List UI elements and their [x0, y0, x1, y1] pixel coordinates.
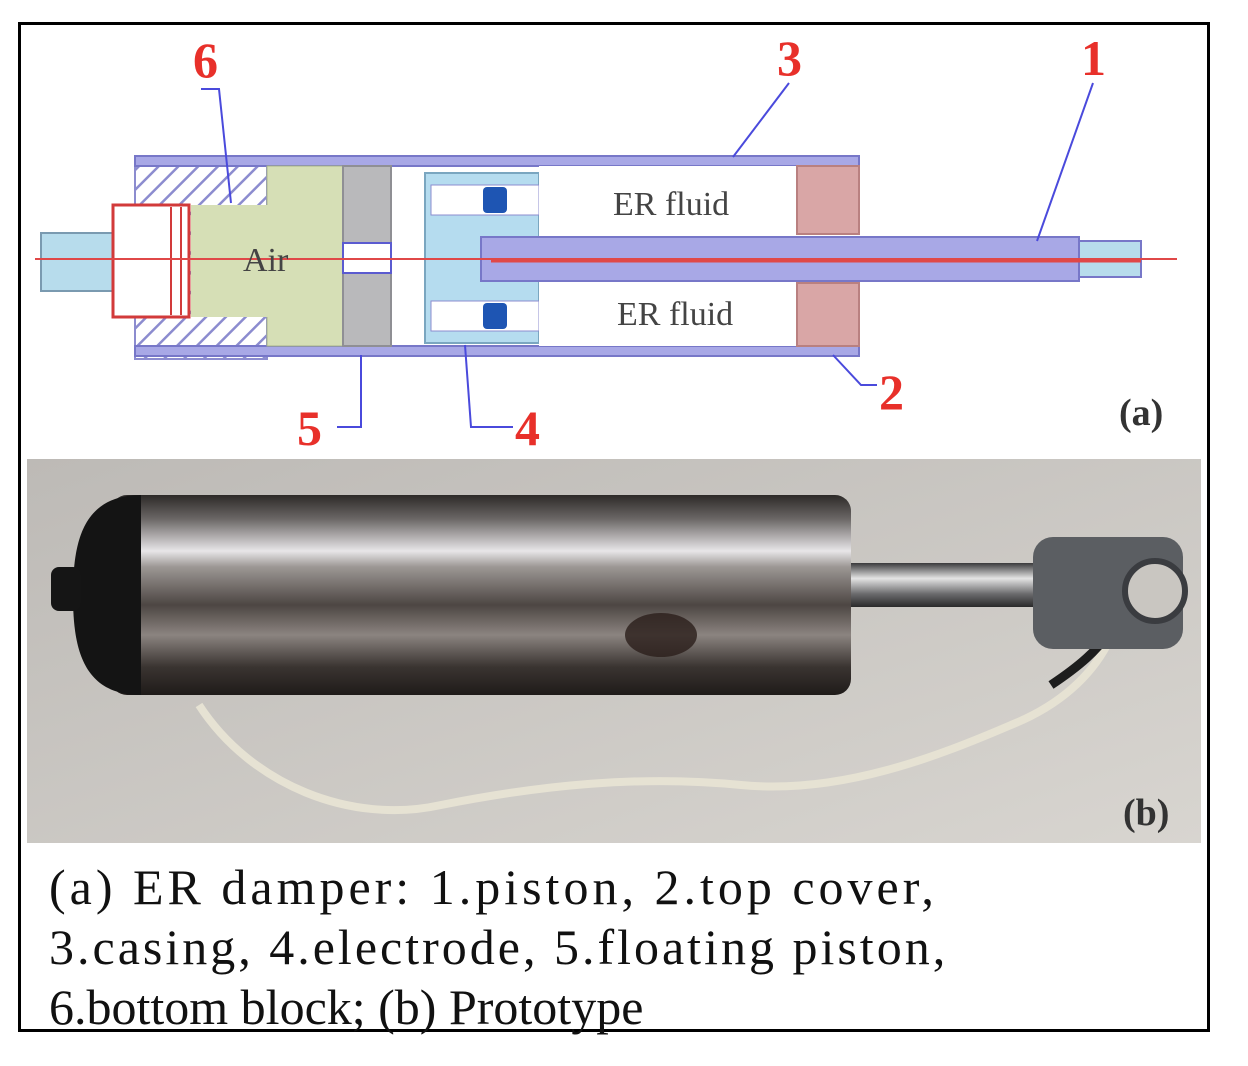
end-cap [73, 495, 141, 695]
top-cover-lower [796, 282, 860, 347]
leader-6 [201, 88, 232, 204]
prototype-cylinder [111, 495, 851, 695]
callout-2: 2 [879, 364, 904, 420]
callout-6: 6 [193, 32, 218, 88]
casing-bottom-wall [134, 345, 860, 357]
er-fluid-lower [539, 279, 797, 346]
panel-b-photo: (b) [27, 459, 1201, 843]
caption-line-3: 6.bottom block; (b) Prototype [49, 979, 644, 1035]
er-fluid-label-upper: ER fluid [613, 186, 729, 223]
figure-frame: 6 3 1 2 5 4 Air ER fluid ER fluid (a) [18, 22, 1210, 1035]
caption-line-2: 3.casing, 4.electrode, 5.floating piston… [49, 919, 949, 975]
er-fluid-upper [539, 166, 797, 238]
seal-upper [483, 187, 507, 213]
threaded-insert [111, 203, 191, 319]
prototype-rod [841, 563, 1041, 607]
end-connector [40, 232, 114, 292]
er-fluid-label-lower: ER fluid [617, 296, 733, 333]
callout-3: 3 [777, 30, 802, 86]
leader-1 [1036, 82, 1094, 242]
figure-svg: 6 3 1 2 5 4 Air ER fluid ER fluid (a) [27, 30, 1201, 843]
seal-lower [483, 303, 507, 329]
rod-eye-hole [1122, 558, 1188, 624]
leader-4 [464, 344, 513, 428]
leader-2 [832, 354, 877, 386]
casing-top-wall [134, 155, 860, 167]
leader-5 [337, 355, 362, 428]
sensor-wire [195, 643, 1111, 815]
leader-3 [732, 82, 790, 158]
callout-5: 5 [297, 400, 322, 456]
panel-b-label: (b) [1123, 792, 1169, 834]
panel-a-label: (a) [1119, 392, 1163, 434]
figure-caption: (a) ER damper: 1.piston, 2.top cover, 3.… [49, 857, 1209, 1037]
caption-line-1: (a) ER damper: 1.piston, 2.top cover, [49, 859, 938, 915]
top-cover-upper [796, 165, 860, 235]
callout-1: 1 [1081, 30, 1106, 86]
panel-a-diagram: 6 3 1 2 5 4 Air ER fluid ER fluid (a) [35, 30, 1177, 456]
callout-4: 4 [515, 400, 540, 456]
air-chamber-neck [191, 205, 269, 317]
air-label: Air [243, 242, 289, 279]
